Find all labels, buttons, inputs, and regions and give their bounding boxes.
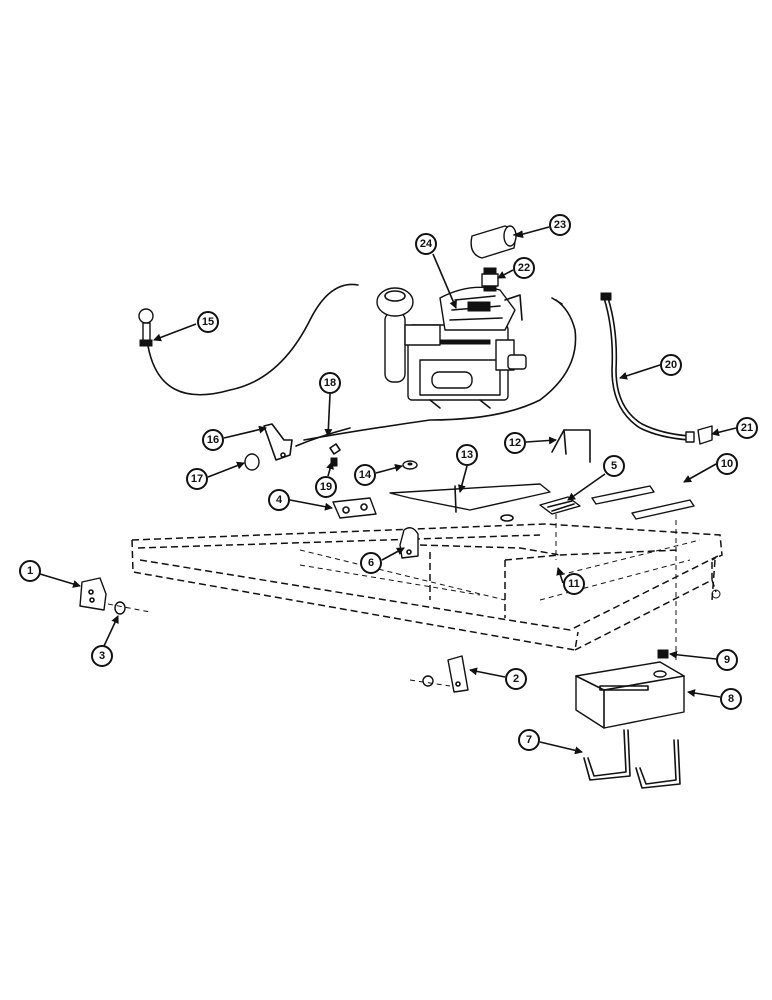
- mount-pad: [539, 496, 581, 560]
- straps: [591, 485, 695, 520]
- callout-11: 11: [563, 573, 585, 595]
- callout-label: 10: [721, 458, 733, 470]
- mount-bracket-4: [332, 497, 377, 519]
- callout-2: 2: [505, 668, 527, 690]
- callout-label: 6: [368, 557, 374, 569]
- callout-16: 16: [202, 429, 224, 451]
- callout-label: 16: [207, 434, 219, 446]
- fuel-line: [600, 292, 713, 445]
- callout-label: 24: [420, 238, 433, 250]
- callout-9: 9: [716, 649, 738, 671]
- callout-label: 8: [728, 693, 734, 705]
- cable-bracket: [244, 423, 341, 471]
- callout-label: 2: [513, 673, 519, 685]
- bracket-2: [409, 655, 469, 693]
- callout-18: 18: [319, 372, 341, 394]
- callout-label: 19: [320, 481, 332, 493]
- callout-17: 17: [186, 468, 208, 490]
- control-cables: [138, 283, 577, 447]
- callout-14: 14: [354, 464, 376, 486]
- callout-22: 22: [513, 257, 535, 279]
- callout-label: 1: [27, 565, 33, 577]
- fuel-tank: [575, 520, 685, 729]
- exhaust-fitting: [481, 267, 499, 292]
- callout-19: 19: [315, 476, 337, 498]
- tank-straps: [583, 729, 681, 789]
- callout-6: 6: [360, 552, 382, 574]
- callout-23: 23: [549, 214, 571, 236]
- callout-8: 8: [720, 688, 742, 710]
- muffler: [470, 225, 523, 259]
- rod-assembly: [551, 429, 591, 463]
- callout-label: 3: [99, 650, 105, 662]
- callout-21: 21: [736, 417, 758, 439]
- callout-label: 21: [741, 422, 753, 434]
- callout-label: 7: [526, 734, 532, 746]
- callout-label: 14: [359, 469, 372, 481]
- callout-15: 15: [197, 311, 219, 333]
- bracket-1: [79, 577, 151, 615]
- callout-3: 3: [91, 645, 113, 667]
- callout-label: 15: [202, 316, 214, 328]
- callout-20: 20: [660, 354, 682, 376]
- washer-hole: [407, 462, 413, 466]
- leader-lines: [39, 226, 737, 755]
- callout-12: 12: [504, 432, 526, 454]
- callout-4: 4: [268, 489, 290, 511]
- frame-phantom: [131, 523, 723, 651]
- callout-label: 18: [324, 377, 336, 389]
- callout-label: 22: [518, 262, 530, 274]
- callout-label: 17: [191, 473, 203, 485]
- callout-5: 5: [603, 455, 625, 477]
- callout-label: 20: [665, 359, 677, 371]
- callout-label: 9: [724, 654, 730, 666]
- callout-7: 7: [518, 729, 540, 751]
- callout-24: 24: [415, 233, 437, 255]
- engine-base-plate: [389, 483, 551, 522]
- callout-13: 13: [456, 444, 478, 466]
- callout-label: 12: [509, 437, 521, 449]
- engine-assembly: [376, 286, 527, 409]
- callout-1: 1: [19, 560, 41, 582]
- mount-clamp: [399, 527, 419, 559]
- callout-label: 4: [276, 494, 283, 506]
- callout-label: 13: [461, 449, 473, 461]
- callout-label: 5: [611, 460, 617, 472]
- callout-label: 11: [568, 578, 580, 590]
- callout-10: 10: [716, 453, 738, 475]
- callout-label: 23: [554, 219, 566, 231]
